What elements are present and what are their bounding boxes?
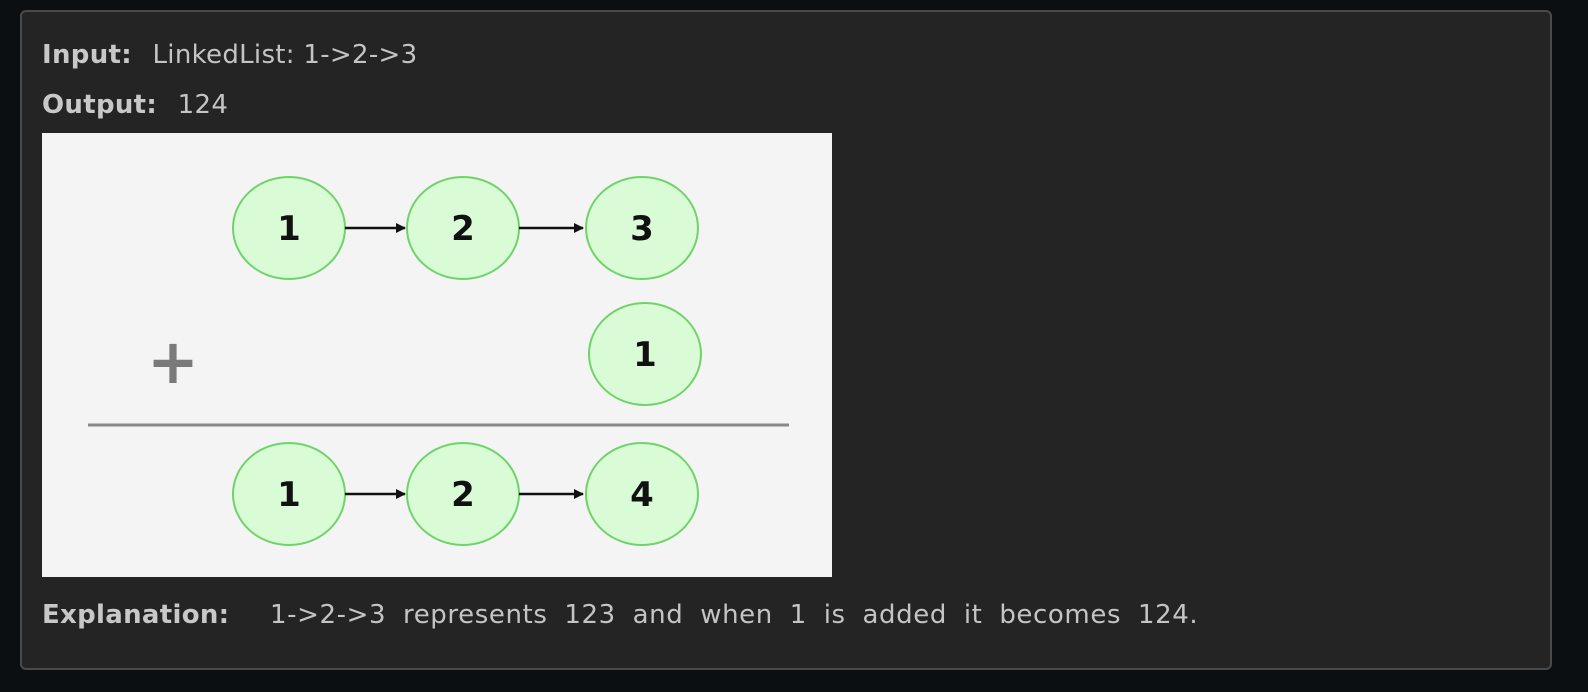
top-list-node-3: 3 xyxy=(585,176,699,280)
top-list-node-1: 1 xyxy=(232,176,346,280)
explanation-line: Explanation: 1->2->3 represents 123 and … xyxy=(42,600,1198,630)
result-list-node-2-value: 2 xyxy=(451,475,475,515)
addend-node: 1 xyxy=(588,302,702,406)
output-value: 124 xyxy=(177,90,229,120)
top-list-node-3-value: 3 xyxy=(630,209,654,249)
addend-node-value: 1 xyxy=(633,335,657,375)
top-list-node-1-value: 1 xyxy=(277,209,301,249)
input-value: LinkedList: 1->2->3 xyxy=(152,40,418,70)
result-list-node-3-value: 4 xyxy=(630,475,654,515)
result-list-node-1: 1 xyxy=(232,442,346,546)
input-label: Input: xyxy=(42,40,132,70)
result-list-node-3: 4 xyxy=(585,442,699,546)
explanation-value: 1->2->3 represents 123 and when 1 is add… xyxy=(269,600,1199,630)
linked-list-addition-diagram: 1 2 3 + 1 1 xyxy=(42,133,832,577)
top-list-node-2: 2 xyxy=(406,176,520,280)
input-line: Input: LinkedList: 1->2->3 xyxy=(42,40,417,70)
example-card: Input: LinkedList: 1->2->3 Output: 124 1… xyxy=(20,10,1552,670)
result-list-node-2: 2 xyxy=(406,442,520,546)
plus-icon: + xyxy=(147,325,199,398)
result-list-node-1-value: 1 xyxy=(277,475,301,515)
explanation-label: Explanation: xyxy=(42,600,230,630)
output-line: Output: 124 xyxy=(42,90,228,120)
top-list-node-2-value: 2 xyxy=(451,209,475,249)
output-label: Output: xyxy=(42,90,158,120)
